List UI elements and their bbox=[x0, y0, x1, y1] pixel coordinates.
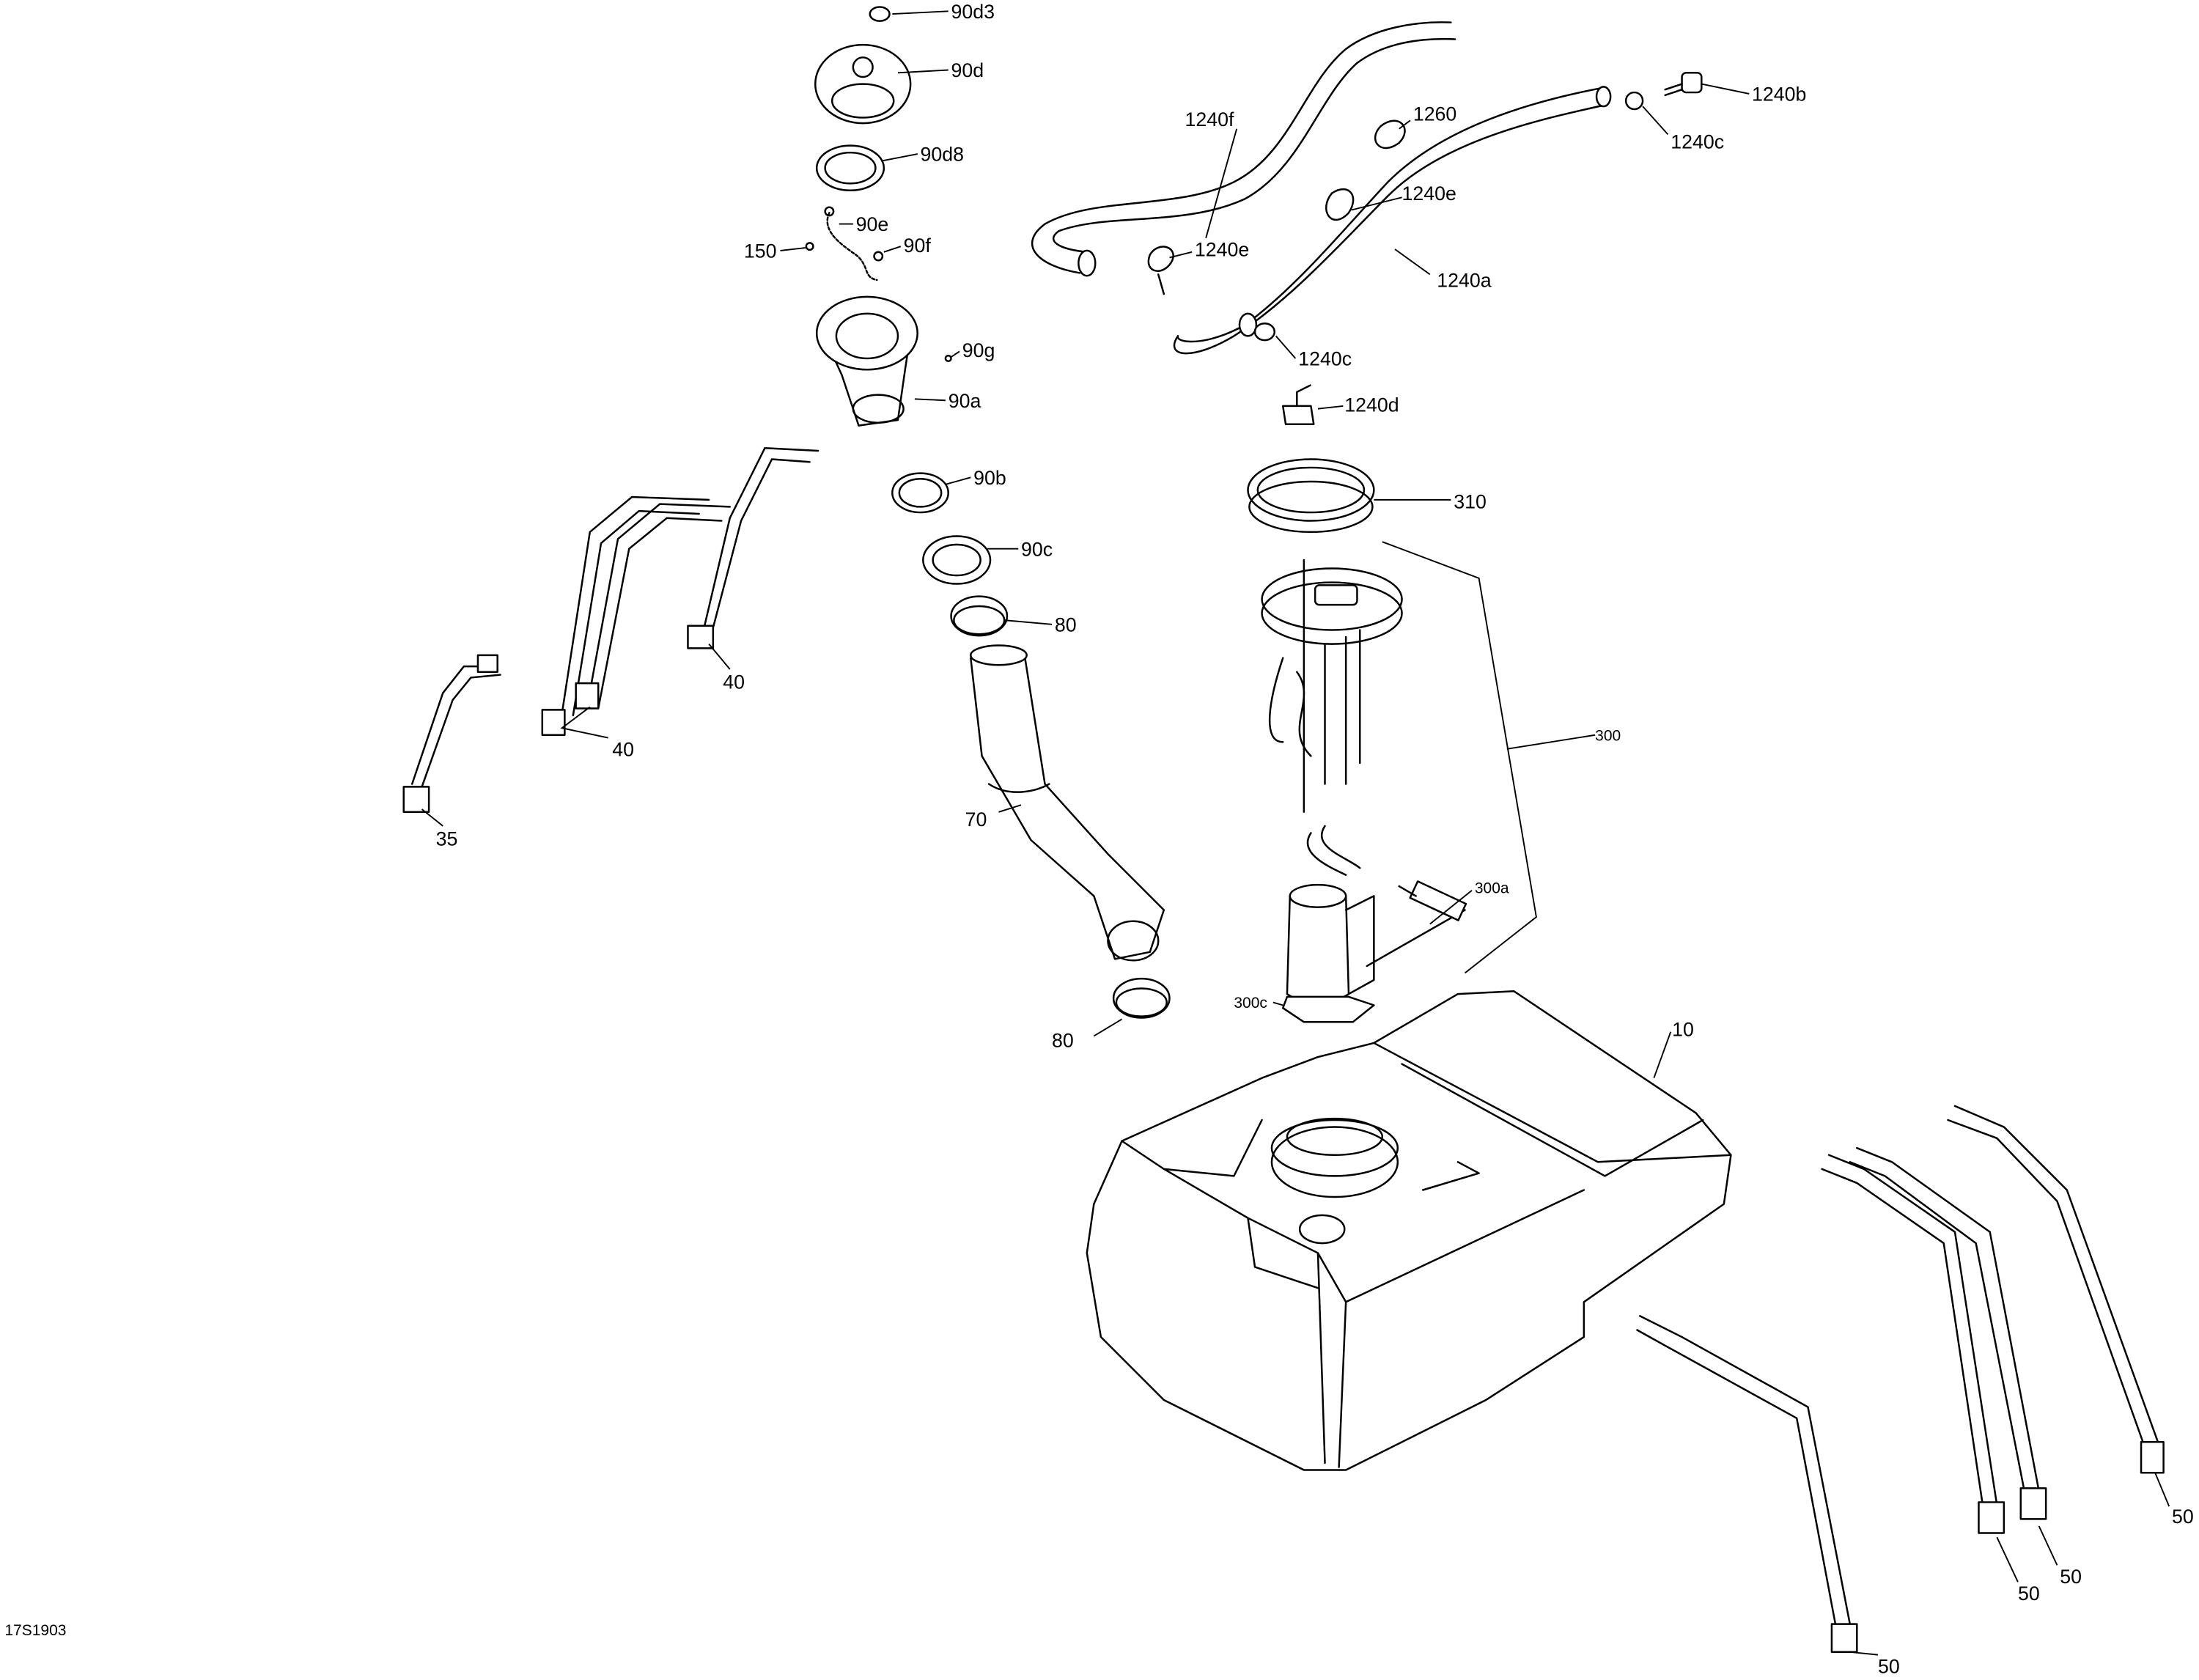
part-label: 300a bbox=[1475, 880, 1509, 897]
part-label: 50 bbox=[2018, 1583, 2040, 1605]
hose-1240a bbox=[1173, 86, 1612, 355]
clamp-1240e-b bbox=[1147, 246, 1174, 295]
part-label: 1240a bbox=[1437, 270, 1491, 292]
fuel-tank-10 bbox=[1086, 990, 1732, 1471]
clamp-1260 bbox=[1374, 119, 1406, 150]
part-label: 1240b bbox=[1752, 84, 1806, 106]
filler-hose-70 bbox=[970, 644, 1165, 962]
part-label: 90d bbox=[951, 59, 984, 81]
strap-50-c bbox=[1849, 1146, 2047, 1520]
part-label: 90a bbox=[949, 390, 981, 412]
strap-50-d bbox=[1947, 1105, 2165, 1474]
fitting-1240b bbox=[1664, 72, 1703, 97]
part-label: 300c bbox=[1234, 995, 1267, 1012]
part-label: 70 bbox=[965, 808, 987, 830]
gasket-90b bbox=[891, 472, 949, 514]
strap-50-b bbox=[1821, 1154, 2005, 1534]
part-label: 35 bbox=[436, 828, 458, 850]
fuel-cap-90d bbox=[814, 43, 912, 125]
part-label: 40 bbox=[612, 738, 634, 760]
screw-90g bbox=[944, 354, 952, 363]
part-label: 40 bbox=[723, 671, 745, 693]
strap-40-a bbox=[687, 446, 819, 649]
part-label: 50 bbox=[2172, 1506, 2194, 1528]
part-label: 1240c bbox=[1298, 348, 1352, 370]
part-label: 1240c bbox=[1671, 130, 1724, 152]
strap-35 bbox=[402, 654, 501, 814]
part-label: 90d8 bbox=[921, 144, 964, 166]
filler-neck-90a bbox=[815, 295, 918, 427]
part-label: 90g bbox=[962, 339, 995, 361]
part-label: 1240e bbox=[1402, 183, 1456, 205]
part-label: 1240d bbox=[1344, 394, 1399, 416]
strap-40-b bbox=[541, 495, 732, 736]
leader-lines bbox=[421, 10, 2170, 1656]
part-label: 90d3 bbox=[951, 1, 995, 23]
pump-module-300a bbox=[1286, 825, 1467, 1003]
clamp-1240c-a bbox=[1624, 91, 1644, 111]
nut-90c bbox=[922, 535, 992, 585]
screw-150 bbox=[805, 242, 814, 251]
clamp-80-bottom bbox=[1112, 977, 1171, 1019]
part-label: 90b bbox=[973, 467, 1006, 489]
part-label: 90e bbox=[856, 213, 889, 235]
part-label: 10 bbox=[1672, 1018, 1694, 1040]
clamp-1240c-b bbox=[1253, 322, 1275, 342]
strap-50-a bbox=[1636, 1315, 1858, 1654]
clamp-80-top bbox=[950, 595, 1009, 637]
clamp-1240e-a bbox=[1325, 188, 1355, 221]
elbow-1240d bbox=[1281, 384, 1315, 425]
part-label: 1260 bbox=[1413, 103, 1456, 125]
cap-plug-90d3 bbox=[869, 6, 891, 22]
fuel-pump-assembly-300 bbox=[1261, 541, 1537, 974]
part-label: 50 bbox=[1878, 1655, 1900, 1677]
screw-90f bbox=[873, 251, 884, 262]
hose-1240f bbox=[1031, 21, 1456, 277]
filter-300c bbox=[1281, 995, 1375, 1023]
part-label: 1240e bbox=[1195, 239, 1249, 261]
seal-ring-310 bbox=[1247, 458, 1375, 534]
tether-90e bbox=[824, 206, 878, 281]
part-label: 80 bbox=[1055, 614, 1077, 635]
part-label: 90f bbox=[904, 235, 932, 257]
part-label: 90c bbox=[1021, 538, 1053, 560]
part-label: 310 bbox=[1454, 490, 1487, 512]
part-label: 150 bbox=[744, 240, 777, 262]
diagram-id: 17S1903 bbox=[4, 1622, 66, 1639]
part-label: 1240f bbox=[1185, 108, 1234, 130]
part-label: 50 bbox=[2060, 1566, 2082, 1588]
gasket-90d8 bbox=[815, 144, 885, 192]
part-label: 80 bbox=[1052, 1030, 1074, 1052]
part-label: 300 bbox=[1595, 727, 1621, 744]
